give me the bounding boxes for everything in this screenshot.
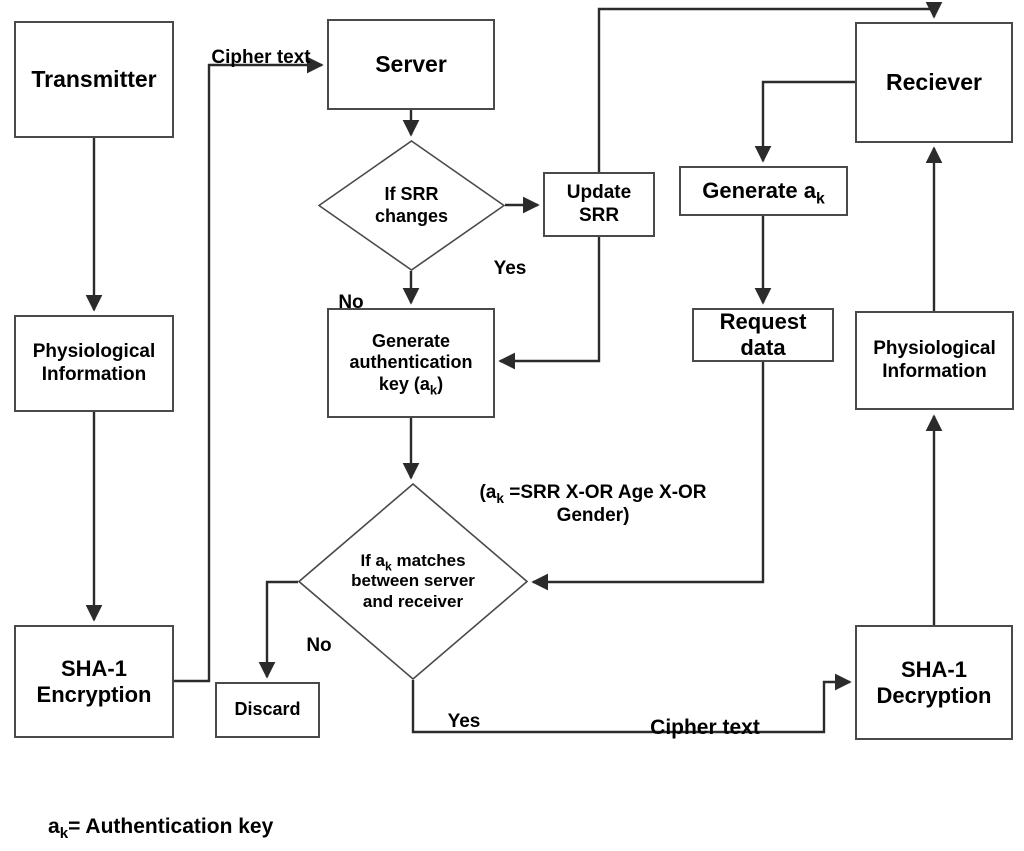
genkey-subscript: k: [429, 382, 438, 398]
node-generate-authentication-key[interactable]: Generate authentication key (ak): [327, 308, 495, 418]
node-physiological-information-left-label: Physiological Information: [32, 341, 156, 385]
decision-if-ak-matches-label: If ak matches between server and receive…: [345, 551, 481, 611]
edge-label-yes-match: Yes: [440, 688, 488, 734]
edge-label-no-srr: No: [331, 269, 371, 315]
node-physiological-information-left[interactable]: Physiological Information: [14, 315, 174, 412]
node-discard-label: Discard: [234, 699, 301, 720]
ak-formula-tail: =SRR X-OR Age X-OR Gender): [509, 481, 707, 526]
node-request-data-label: Request data: [719, 309, 807, 360]
node-generate-authentication-key-label: Generate authentication key (ak): [349, 331, 473, 398]
node-sha1-encryption-label: SHA-1 Encryption: [36, 655, 152, 707]
node-generate-ak-label: Generate ak: [702, 178, 825, 208]
legend-ak-subscript: k: [59, 825, 69, 843]
node-sha1-decryption-label: SHA-1 Decryption: [876, 656, 992, 708]
ak-formula-head: (a: [479, 481, 497, 503]
cipher-text-bottom-text: Cipher text: [650, 716, 760, 740]
match-text-head: If a: [360, 551, 386, 571]
generate-ak-text: Generate a: [702, 178, 816, 204]
decision-if-srr-changes-label: If SRR changes: [374, 184, 449, 226]
edge-label-ak-formula: (ak =SRR X-OR Age X-OR Gender): [448, 459, 738, 527]
legend-line-ak: ak= Authentication key: [48, 813, 548, 841]
no-match-text: No: [306, 634, 332, 656]
node-physiological-information-right-label: Physiological Information: [873, 338, 996, 382]
node-reciever-label: Reciever: [886, 68, 982, 95]
edge-label-yes-srr: Yes: [487, 235, 533, 281]
genkey-text-head: Generate authentication key (a: [349, 331, 473, 394]
cipher-text-top-text: Cipher text: [211, 46, 311, 68]
node-transmitter-label: Transmitter: [31, 65, 157, 92]
yes-srr-text: Yes: [493, 257, 527, 279]
node-reciever[interactable]: Reciever: [855, 22, 1013, 143]
decision-if-ak-matches[interactable]: If ak matches between server and receive…: [298, 483, 528, 680]
match-subscript: k: [385, 559, 392, 574]
edge-label-cipher-text-bottom: Cipher text: [632, 690, 778, 740]
decision-if-srr-changes[interactable]: If SRR changes: [318, 140, 505, 271]
edge-reciever-to-generate-ak: [754, 80, 855, 163]
node-server-label: Server: [375, 50, 447, 77]
legend-ak-head: a: [48, 815, 60, 839]
node-physiological-information-right[interactable]: Physiological Information: [855, 311, 1014, 410]
node-transmitter[interactable]: Transmitter: [14, 21, 174, 138]
decision-if-ak-matches-shape: [298, 483, 528, 680]
yes-match-text: Yes: [447, 710, 481, 732]
node-discard[interactable]: Discard: [215, 682, 320, 738]
no-srr-text: No: [338, 291, 364, 313]
ak-formula-subscript: k: [496, 490, 504, 506]
edge-label-no-match: No: [299, 612, 339, 658]
legend-ak-tail: = Authentication key: [68, 815, 274, 839]
decision-if-srr-changes-shape: [318, 140, 505, 271]
node-update-srr-label: Update SRR: [566, 182, 632, 226]
node-update-srr[interactable]: Update SRR: [543, 172, 655, 237]
legend-block: ak= Authentication key SRR= SDNN-to-RMSS…: [48, 785, 548, 851]
node-sha1-decryption[interactable]: SHA-1 Decryption: [855, 625, 1013, 740]
node-generate-ak[interactable]: Generate ak: [679, 166, 848, 216]
node-request-data[interactable]: Request data: [692, 308, 834, 362]
match-text-tail: matches between server and receiver: [351, 551, 475, 611]
edge-match-no-to-discard: [258, 580, 298, 679]
node-server[interactable]: Server: [327, 19, 495, 110]
generate-ak-subscript: k: [815, 190, 825, 208]
node-sha1-encryption[interactable]: SHA-1 Encryption: [14, 625, 174, 738]
genkey-text-tail: ): [437, 373, 444, 394]
edge-label-cipher-text-top: Cipher text: [202, 24, 320, 70]
